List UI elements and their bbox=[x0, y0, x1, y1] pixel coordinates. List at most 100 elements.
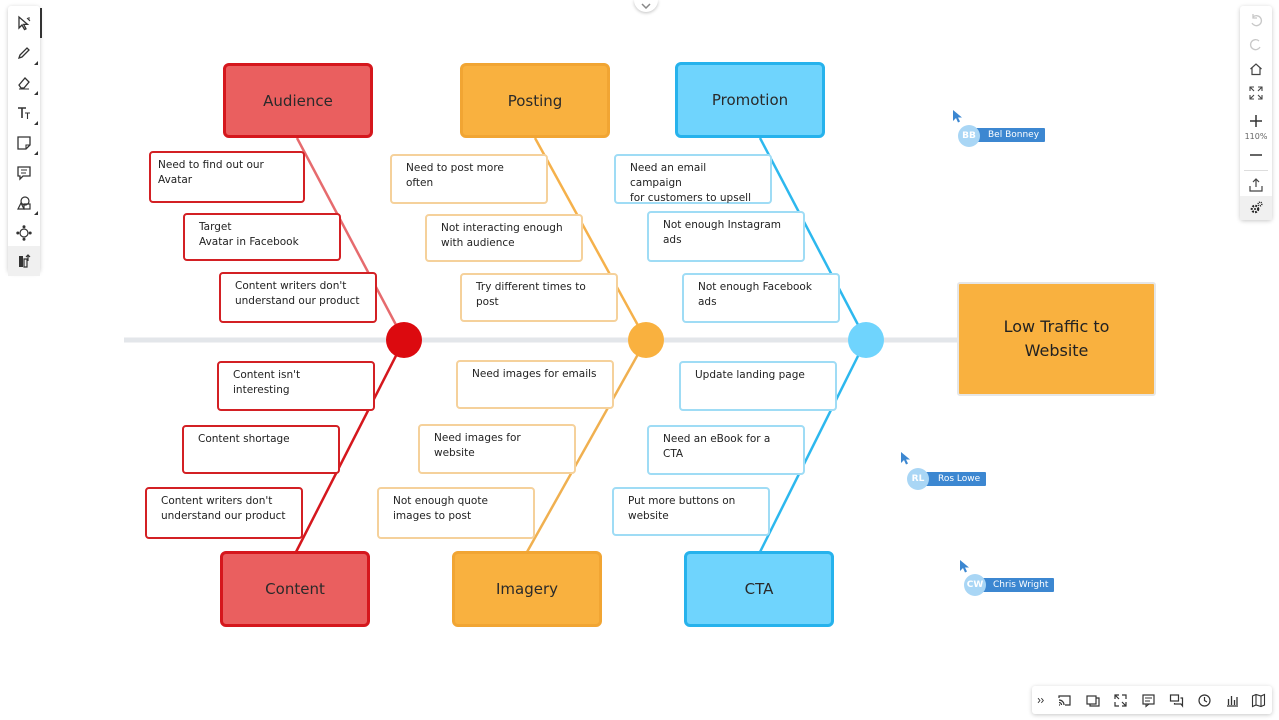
bone-imagery bbox=[525, 339, 648, 553]
avatar-bel: BB bbox=[958, 125, 980, 147]
category-promotion[interactable]: Promotion bbox=[675, 62, 825, 138]
redo-button[interactable] bbox=[1240, 34, 1272, 56]
notes-icon bbox=[1141, 693, 1155, 708]
joint-blue bbox=[848, 322, 884, 358]
note-cta-1[interactable]: Update landing page bbox=[679, 361, 837, 411]
category-cta[interactable]: CTA bbox=[684, 551, 834, 627]
left-toolbar bbox=[8, 6, 42, 276]
note-audience-2[interactable]: Target Avatar in Facebook bbox=[183, 213, 341, 261]
stats-icon bbox=[1226, 695, 1238, 707]
cast-button[interactable] bbox=[1050, 686, 1078, 714]
text-icon bbox=[18, 107, 30, 119]
bone-posting bbox=[533, 137, 648, 341]
zoom-in-button[interactable] bbox=[1240, 110, 1272, 132]
note-promotion-3[interactable]: Not enough Facebook ads bbox=[682, 273, 840, 323]
note-cta-3[interactable]: Put more buttons on website bbox=[612, 487, 770, 536]
note-imagery-2[interactable]: Need images for website bbox=[418, 424, 576, 474]
note-promotion-2[interactable]: Not enough Instagram ads bbox=[647, 211, 805, 262]
note-imagery-1[interactable]: Need images for emails bbox=[456, 360, 614, 409]
settings-icon bbox=[1250, 201, 1263, 214]
zoom-level: 110% bbox=[1244, 132, 1268, 141]
sticky-note-icon bbox=[17, 136, 31, 150]
tool-sticky-note[interactable] bbox=[8, 128, 40, 158]
home-icon bbox=[1250, 63, 1262, 76]
category-audience[interactable]: Audience bbox=[223, 63, 373, 138]
cursor-label-chris: Chris Wright bbox=[979, 578, 1055, 592]
chevron-down-icon bbox=[641, 3, 651, 9]
tool-eraser[interactable] bbox=[8, 68, 40, 98]
undo-button[interactable] bbox=[1240, 10, 1272, 32]
joint-red bbox=[386, 322, 422, 358]
shapes-icon bbox=[17, 196, 31, 210]
stats-button[interactable] bbox=[1218, 686, 1246, 714]
cursor-pointer-icon bbox=[901, 452, 910, 465]
top-panel-toggle[interactable] bbox=[634, 0, 658, 12]
note-posting-2[interactable]: Not interacting enough with audience bbox=[425, 214, 583, 262]
zoom-out-icon bbox=[1250, 154, 1262, 156]
export-button[interactable] bbox=[1240, 174, 1272, 196]
tool-text[interactable] bbox=[8, 98, 40, 128]
cursor-label-ros: Ros Lowe bbox=[924, 472, 987, 486]
note-content-1[interactable]: Content isn't interesting bbox=[217, 361, 375, 411]
note-audience-1[interactable]: Need to find out our Avatar bbox=[149, 151, 305, 203]
effect-box[interactable]: Low Traffic to Website bbox=[957, 282, 1156, 396]
pen-icon bbox=[17, 47, 30, 60]
avatar-chris: CW bbox=[964, 574, 986, 596]
tool-shapes[interactable] bbox=[8, 188, 40, 218]
note-content-3[interactable]: Content writers don't understand our pro… bbox=[145, 487, 303, 539]
right-toolbar: 110% bbox=[1240, 6, 1272, 220]
history-icon bbox=[1197, 693, 1211, 707]
cursor-label-bel: Bel Bonney bbox=[974, 128, 1046, 142]
tool-comment[interactable] bbox=[8, 158, 40, 188]
tool-templates[interactable] bbox=[8, 246, 40, 276]
bone-cta bbox=[758, 339, 868, 553]
fullscreen-button[interactable] bbox=[1106, 686, 1134, 714]
select-icon bbox=[18, 15, 31, 31]
history-button[interactable] bbox=[1190, 686, 1218, 714]
tool-pen[interactable] bbox=[8, 38, 40, 68]
notes-button[interactable] bbox=[1134, 686, 1162, 714]
note-audience-3[interactable]: Content writers don't understand our pro… bbox=[219, 272, 377, 323]
fullscreen-icon bbox=[1113, 693, 1127, 707]
map-icon bbox=[1251, 693, 1265, 707]
connector-icon bbox=[16, 225, 32, 241]
bottom-toolbar bbox=[1032, 686, 1272, 714]
bone-content bbox=[294, 339, 406, 553]
chat-icon bbox=[1169, 693, 1183, 708]
eraser-icon bbox=[18, 77, 30, 90]
fit-screen-button[interactable] bbox=[1240, 82, 1272, 104]
present-button[interactable] bbox=[1078, 686, 1106, 714]
cursor-pointer-icon bbox=[953, 110, 962, 123]
collapse-toolbar-button[interactable] bbox=[1032, 686, 1050, 714]
bone-promotion bbox=[758, 137, 868, 341]
cast-icon bbox=[1057, 694, 1071, 706]
chat-button[interactable] bbox=[1162, 686, 1190, 714]
note-content-2[interactable]: Content shortage bbox=[182, 425, 340, 474]
fit-screen-icon bbox=[1249, 86, 1263, 100]
tool-select[interactable] bbox=[8, 8, 42, 38]
comment-icon bbox=[17, 166, 31, 181]
cursor-pointer-icon bbox=[960, 560, 969, 573]
category-imagery[interactable]: Imagery bbox=[452, 551, 602, 627]
note-posting-3[interactable]: Try different times to post bbox=[460, 273, 618, 322]
category-content[interactable]: Content bbox=[220, 551, 370, 627]
redo-icon bbox=[1250, 39, 1261, 51]
home-button[interactable] bbox=[1240, 58, 1272, 80]
category-posting[interactable]: Posting bbox=[460, 63, 610, 138]
note-promotion-1[interactable]: Need an email campaign for customers to … bbox=[614, 154, 772, 204]
note-posting-1[interactable]: Need to post more often bbox=[390, 154, 548, 204]
avatar-ros: RL bbox=[907, 468, 929, 490]
zoom-in-icon bbox=[1250, 115, 1262, 127]
undo-icon bbox=[1251, 14, 1262, 27]
tool-connector[interactable] bbox=[8, 218, 40, 248]
note-cta-2[interactable]: Need an eBook for a CTA bbox=[647, 425, 805, 475]
note-imagery-3[interactable]: Not enough quote images to post bbox=[377, 487, 535, 539]
zoom-out-button[interactable] bbox=[1240, 144, 1272, 166]
present-icon bbox=[1085, 694, 1100, 707]
toolbar-divider bbox=[1244, 170, 1268, 171]
bone-audience bbox=[295, 137, 406, 341]
settings-button[interactable] bbox=[1240, 196, 1272, 220]
collapse-icon bbox=[1037, 697, 1044, 703]
map-button[interactable] bbox=[1244, 686, 1272, 714]
